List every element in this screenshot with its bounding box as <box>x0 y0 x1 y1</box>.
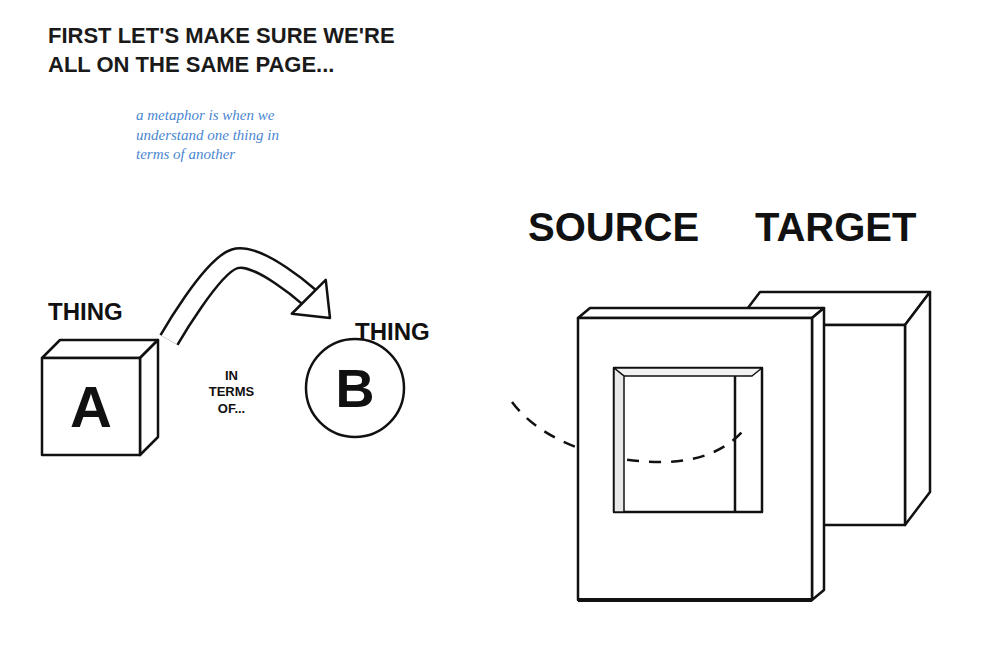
arrow-connector <box>169 258 330 340</box>
page-title: FIRST LET'S MAKE SURE WE'RE ALL ON THE S… <box>48 22 438 79</box>
sight-line <box>512 402 742 462</box>
node-letter: A <box>42 358 140 455</box>
arrow-band-outline <box>169 258 309 340</box>
cube-node: THING A <box>38 298 163 458</box>
source-frame <box>578 308 824 600</box>
target-heading: TARGET <box>755 203 955 251</box>
arrow-head <box>292 280 330 318</box>
source-heading: SOURCE <box>528 203 728 251</box>
connector-label: IN TERMS OF... <box>201 368 263 417</box>
node-letter: B <box>306 339 404 437</box>
handwritten-note: a metaphor is when we understand one thi… <box>136 106 306 165</box>
node-heading: THING <box>355 318 430 346</box>
arrow-band-fill <box>169 258 309 340</box>
node-heading: THING <box>48 298 123 326</box>
circle-node: THINGB <box>300 318 440 448</box>
